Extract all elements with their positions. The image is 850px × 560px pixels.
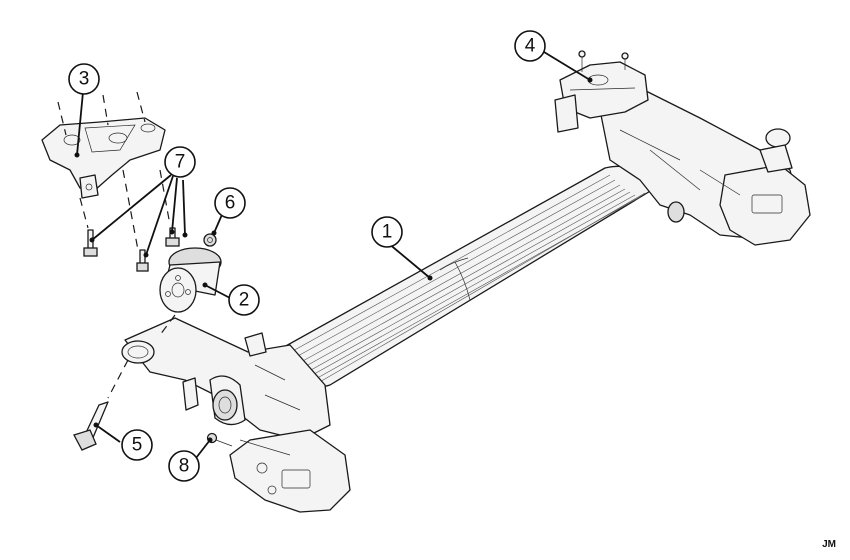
callout-3: 3 (68, 63, 100, 95)
illustrator-initials: JM (822, 539, 836, 550)
callout-label: 7 (175, 152, 186, 173)
axle-beam (274, 165, 653, 388)
callout-label: 1 (382, 222, 393, 243)
pivot-bolt (73, 401, 109, 451)
callout-7: 7 (164, 146, 196, 178)
callout-label: 5 (132, 435, 143, 456)
callout-label: 8 (179, 456, 190, 477)
callout-8: 8 (168, 450, 200, 482)
callout-label: 3 (79, 69, 90, 90)
bushing (159, 247, 222, 313)
callout-6: 6 (214, 187, 246, 219)
left-trailing-arm (121, 317, 351, 513)
callout-label: 6 (225, 193, 236, 214)
nut (203, 233, 217, 247)
left-mount-bracket (41, 117, 166, 199)
callout-5: 5 (121, 429, 153, 461)
callout-4: 4 (514, 30, 546, 62)
right-trailing-arm (599, 87, 811, 246)
callout-1: 1 (371, 216, 403, 248)
leader-lines (74, 51, 593, 459)
callout-2: 2 (228, 284, 260, 316)
callout-label: 4 (525, 36, 536, 57)
callout-label: 2 (239, 290, 250, 311)
assembly-lines (57, 91, 176, 399)
